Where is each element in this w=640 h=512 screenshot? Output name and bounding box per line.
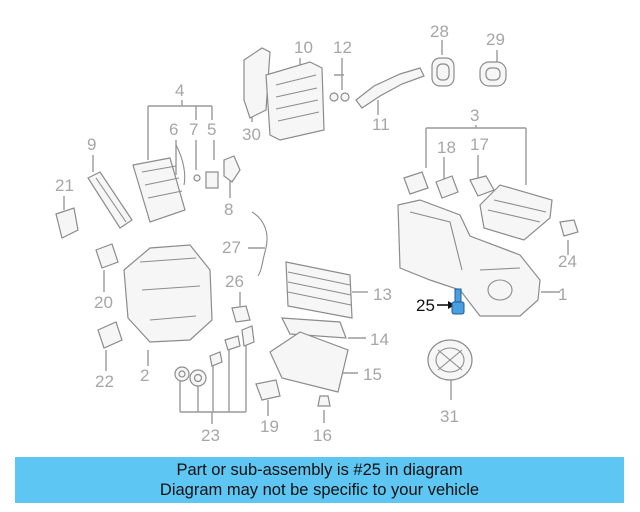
- callout-31: 31: [440, 407, 459, 426]
- part-16: [317, 395, 331, 407]
- part-24: [559, 219, 579, 237]
- part-17: [469, 175, 495, 197]
- part-9: [87, 171, 133, 229]
- callout-4: 4: [175, 81, 184, 100]
- part-27: [251, 211, 268, 277]
- callout-12: 12: [333, 38, 352, 57]
- banner-line-2: Diagram may not be specific to your vehi…: [159, 481, 480, 499]
- callout-28: 28: [430, 22, 449, 41]
- callout-2: 2: [140, 366, 149, 385]
- part-22: [97, 321, 123, 349]
- callout-25: 25: [416, 296, 435, 315]
- callout-27: 27: [222, 238, 241, 257]
- leader-lines: [63, 40, 569, 424]
- callout-6: 6: [169, 120, 178, 139]
- callout-23: 23: [201, 426, 220, 445]
- parts-diagram: 1 2 3 4 5 6 7 8 9 10 11 12 13 14 15 16 1…: [55, 22, 579, 445]
- callout-labels: 1 2 3 4 5 6 7 8 9 10 11 12 13 14 15 16 1…: [55, 22, 577, 445]
- callout-13: 13: [373, 285, 392, 304]
- part-3: [479, 184, 553, 241]
- banner-line-1: Part or sub-assembly is #25 in diagram: [176, 461, 463, 479]
- part-13: [285, 261, 353, 319]
- part-2: [123, 244, 213, 343]
- callout-22: 22: [95, 372, 114, 391]
- callout-10: 10: [294, 38, 313, 57]
- part-25-highlighted: [451, 288, 465, 315]
- callout-29: 29: [486, 30, 505, 49]
- part-1: [397, 199, 541, 317]
- callout-21: 21: [55, 176, 74, 195]
- callout-9: 9: [87, 135, 96, 154]
- callout-18: 18: [437, 138, 456, 157]
- callout-19: 19: [260, 417, 279, 436]
- part-5: [205, 171, 219, 189]
- part-4: [132, 157, 186, 223]
- callout-24: 24: [558, 252, 577, 271]
- part-26: [231, 305, 251, 323]
- callout-3: 3: [470, 106, 479, 125]
- callout-1: 1: [558, 285, 567, 304]
- callout-8: 8: [224, 200, 233, 219]
- callout-7: 7: [189, 120, 198, 139]
- callout-11: 11: [372, 115, 390, 134]
- callout-15: 15: [363, 365, 382, 384]
- part-20: [95, 243, 119, 269]
- callout-5: 5: [207, 120, 216, 139]
- part-15: [269, 331, 349, 393]
- callout-14: 14: [370, 330, 389, 349]
- info-banner: Part or sub-assembly is #25 in diagram D…: [15, 457, 624, 503]
- parts-drawings: [55, 47, 579, 407]
- part-8: [223, 155, 241, 183]
- callout-16: 16: [313, 426, 332, 445]
- part-14: [280, 317, 347, 339]
- part-30: [243, 47, 271, 119]
- part-19: [255, 379, 281, 401]
- callout-30: 30: [242, 125, 261, 144]
- part-18: [435, 175, 459, 199]
- callout-17: 17: [470, 135, 489, 154]
- callout-20: 20: [94, 293, 113, 312]
- part-21: [55, 207, 79, 239]
- callout-26: 26: [225, 272, 244, 291]
- part-11: [355, 67, 425, 109]
